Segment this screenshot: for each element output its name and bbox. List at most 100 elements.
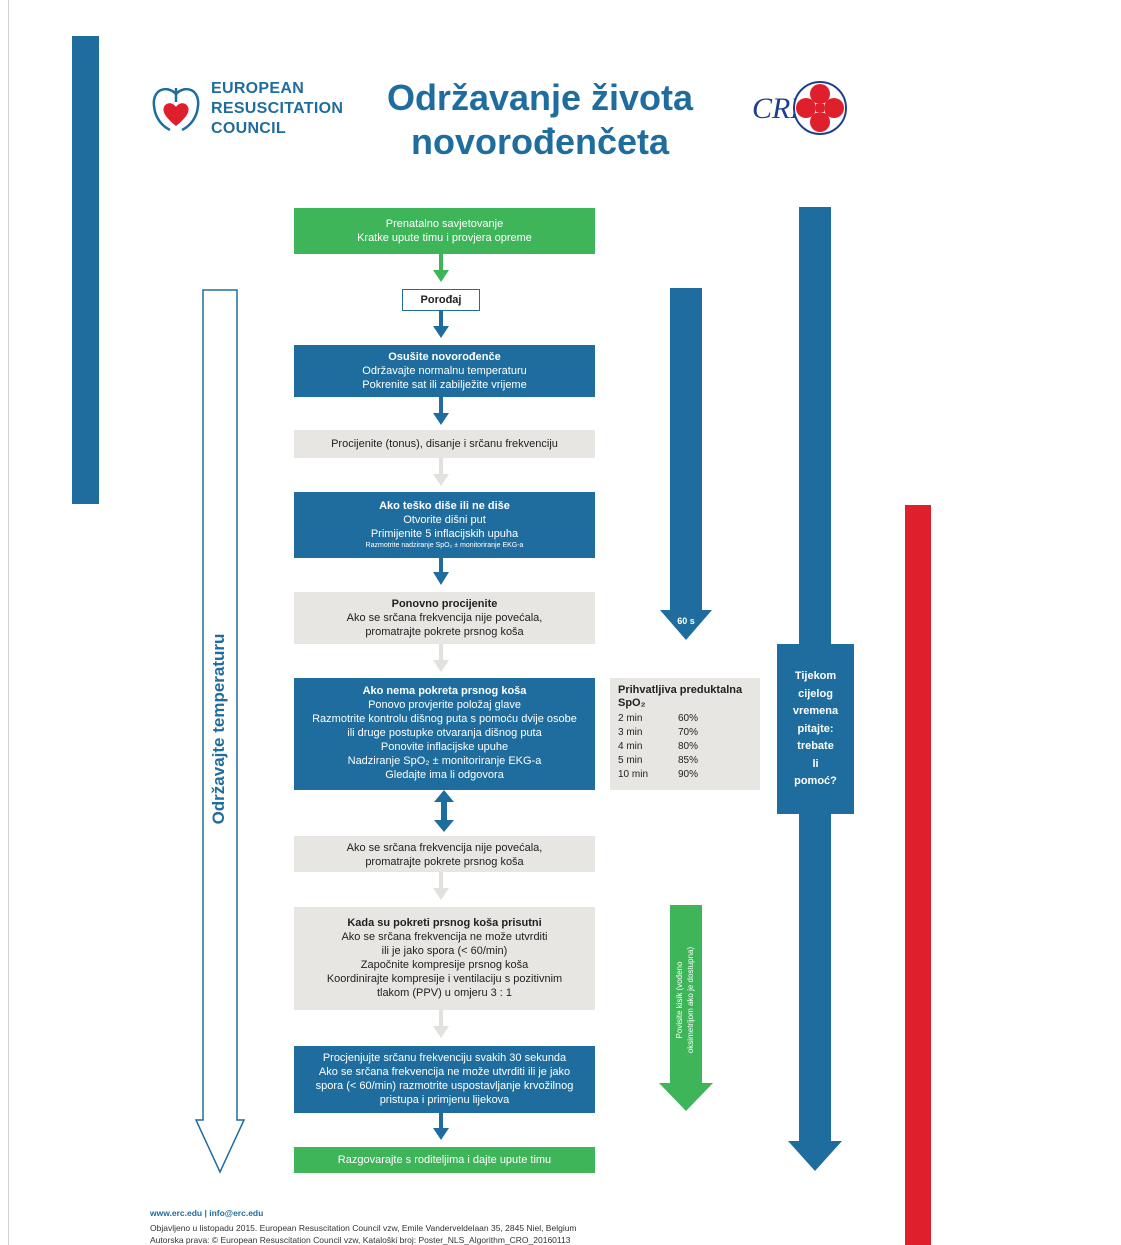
step-no-chest-movement: Ako nema pokreta prsnog koša Ponovo prov… — [294, 678, 595, 790]
step8-line4: Započnite kompresije prsnog koša — [360, 959, 529, 971]
spo2-values: 2 min 60% 3 min 70% 4 min 80% 5 min 85% 10 m… — [618, 712, 698, 782]
page-edge-line — [8, 0, 9, 1245]
step9-line1: Procjenjujte srčanu frekvenciju svakih 3… — [322, 1052, 567, 1064]
help-line4: pitajte: — [797, 722, 834, 735]
footer-published: Objavljeno u listopadu 2015. European Re… — [150, 1223, 577, 1233]
help-line2: cijelog — [798, 687, 833, 700]
step-talk-to-parents: Razgovarajte s roditeljima i dajte upute… — [294, 1147, 595, 1173]
connector-grey-1 — [433, 458, 449, 486]
connector-blue-4 — [433, 1113, 449, 1140]
step8-line3: ili je jako spora (< 60/min) — [381, 945, 508, 957]
org-line1: EUROPEAN — [211, 80, 305, 97]
spo2-table: Prihvatljiva preduktalna SpO₂ 2 min 60% 3… — [610, 678, 760, 790]
spo2-heading2: SpO₂ — [618, 697, 646, 709]
spo2-time: 3 min — [618, 727, 643, 738]
step8-line6: tlakom (PPV) u omjeru 3 : 1 — [376, 987, 513, 999]
erc-org-name: EUROPEAN RESUSCITATION COUNCIL — [211, 79, 343, 139]
step9-line2: Ako se srčana frekvencija ne može utvrdi… — [318, 1066, 571, 1078]
help-line6: li — [812, 757, 819, 770]
step6-line4: ili druge postupke otvaranja dišnog puta — [347, 727, 542, 739]
table-row: 3 min 70% — [618, 726, 698, 740]
step5-line2: Ako se srčana frekvencija nije povećala, — [346, 612, 543, 624]
step1-line2: Kratke upute timu i provjera opreme — [357, 232, 532, 244]
ask-for-help-box: Tijekom cijelog vremena pitajte: trebate… — [777, 644, 854, 814]
step6-line2: Ponovo provjerite položaj glave — [368, 699, 521, 711]
step2-line1: Osušite novorođenče — [388, 351, 501, 363]
spo2-time: 4 min — [618, 741, 643, 752]
step8-line2: Ako se srčana frekvencija ne može utvrdi… — [341, 931, 548, 943]
step4-line3: Primijenite 5 inflacijskih upuha — [370, 528, 519, 540]
step5-line1: Ponovno procijenite — [391, 598, 498, 610]
title-line2: novorođenčeta — [410, 121, 670, 162]
step9-line3: spora (< 60/min) razmotrite uspostavljan… — [315, 1080, 574, 1092]
step-birth: Porođaj — [402, 289, 480, 311]
table-row: 10 min 90% — [618, 768, 698, 782]
cro-logo-icon: CRRC — [752, 81, 847, 135]
title-line1: Održavanje života — [386, 77, 694, 118]
spo2-heading: Prihvatljiva preduktalna — [618, 684, 743, 696]
spo2-value: 70% — [678, 727, 699, 738]
step4-line2: Otvorite dišni put — [403, 514, 486, 526]
spo2-value: 80% — [678, 741, 699, 752]
footer-links[interactable]: www.erc.edu | info@erc.edu — [150, 1208, 264, 1218]
step-gasping: Ako teško diše ili ne diše Otvorite dišn… — [294, 492, 595, 558]
connector-double-arrow — [434, 790, 454, 832]
connector-grey-2 — [433, 644, 449, 672]
step6-line7: Gledajte ima li odgovora — [385, 769, 504, 781]
step8-line1: Kada su pokreti prsnog koša prisutni — [347, 917, 542, 929]
connector-grey-3 — [433, 872, 449, 900]
help-line7: pomoć? — [794, 775, 837, 787]
spo2-value: 85% — [678, 755, 699, 766]
step-dry-baby: Osušite novorođenče Održavajte normalnu … — [294, 345, 595, 397]
sixty-seconds-arrow — [660, 288, 712, 640]
spo2-time: 5 min — [618, 755, 643, 766]
step4-line1: Ako teško diše ili ne diše — [379, 500, 510, 512]
step-chest-compressions: Kada su pokreti prsnog koša prisutni Ako… — [294, 907, 595, 1010]
step3-line1: Procijenite (tonus), disanje i srčanu fr… — [331, 438, 558, 450]
step6-line1: Ako nema pokreta prsnog koša — [362, 685, 527, 697]
table-row: 4 min 80% — [618, 740, 698, 754]
help-line1: Tijekom — [794, 670, 837, 682]
step-heart-rate-not-increased: Ako se srčana frekvencija nije povećala,… — [294, 836, 595, 872]
step7-line2: promatrajte pokrete prsnog koša — [365, 856, 524, 868]
spo2-time: 2 min — [618, 713, 643, 724]
spo2-value: 60% — [678, 713, 699, 724]
step-assess: Procijenite (tonus), disanje i srčanu fr… — [294, 430, 595, 458]
step2-line2: Održavajte normalnu temperaturu — [362, 365, 527, 377]
connector-blue-2 — [433, 397, 449, 425]
connector-blue-3 — [433, 558, 449, 585]
step10-line1: Razgovarajte s roditeljima i dajte upute… — [337, 1154, 552, 1166]
temperature-arrow — [194, 289, 246, 1174]
step-reassess: Ponovno procijenite Ako se srčana frekve… — [294, 592, 595, 644]
step7-line1: Ako se srčana frekvencija nije povećala, — [346, 842, 543, 854]
step-reassess-30s: Procjenjujte srčanu frekvenciju svakih 3… — [294, 1046, 595, 1113]
org-line2: RESUSCITATION — [211, 100, 344, 117]
footer-copyright: Autorska prava: © European Resuscitation… — [150, 1235, 571, 1245]
help-line5: trebate — [797, 740, 834, 752]
table-row: 2 min 60% — [618, 712, 698, 726]
step-antenatal: Prenatalno savjetovanje Kratke upute tim… — [294, 208, 595, 254]
step6-line6: Nadziranje SpO₂ ± monitoriranje EKG-a — [347, 755, 542, 767]
spo2-time: 10 min — [618, 769, 649, 780]
oxygen-arrow — [659, 905, 713, 1111]
sixty-seconds-label: 60 s — [677, 616, 695, 626]
connector-green-1 — [433, 254, 449, 282]
org-line3: COUNCIL — [211, 120, 286, 137]
step8-line5: Koordinirajte kompresije i ventilaciju s… — [326, 973, 563, 985]
temperature-label: Održavajte temperaturu — [209, 633, 228, 825]
table-row: 5 min 85% — [618, 754, 698, 768]
step9-line4: pristupa i primjenu lijekova — [379, 1094, 510, 1106]
spo2-value: 90% — [678, 769, 699, 780]
erc-logo-icon — [152, 87, 200, 132]
step6-line5: Ponovite inflacijske upuhe — [380, 741, 509, 753]
help-line3: vremena — [792, 705, 839, 717]
connector-blue-1 — [433, 311, 449, 338]
step5-line3: promatrajte pokrete prsnog koša — [365, 626, 524, 638]
oxygen-line1: Povisite kisik (vođeno — [675, 961, 684, 1039]
oxygen-label: Povisite kisik (vođeno oksimetrijom ako … — [674, 925, 698, 1075]
step6-line3: Razmotrite kontrolu dišnog puta s pomoću… — [312, 713, 577, 725]
step4-line4: Razmotrite nadziranje SpO₂ ± monitoriran… — [365, 542, 524, 549]
decorative-red-bar — [905, 505, 931, 1245]
step1-line1: Prenatalno savjetovanje — [385, 218, 504, 230]
step2-line3: Pokrenite sat ili zabilježite vrijeme — [362, 379, 527, 391]
